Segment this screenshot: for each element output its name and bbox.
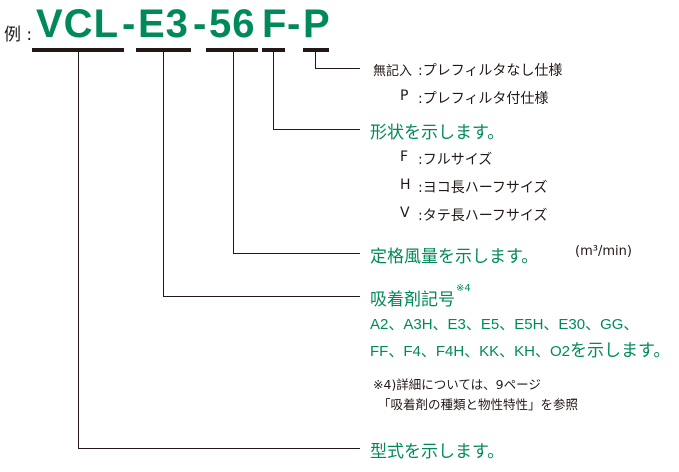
underline-e3 <box>136 48 191 52</box>
shape-f-text: :フルサイズ <box>418 152 493 168</box>
connector <box>233 253 360 254</box>
adsorbent-codes: FF、F4、F4H、KK、KH、O2 <box>370 343 571 360</box>
connector <box>273 52 274 129</box>
connector <box>273 129 360 130</box>
shape-f-key: F <box>400 149 409 165</box>
connector <box>315 52 316 68</box>
adsorbent-note-line2: 「吸着剤の種類と物性特性」を参照 <box>378 397 579 412</box>
adsorbent-codes-line2: FF、F4、F4H、KK、KH、O2を示します。 <box>370 336 670 361</box>
connector <box>163 296 360 297</box>
shape-v-text: :タテ長ハーフサイズ <box>418 208 548 224</box>
code-f: F <box>262 2 288 46</box>
adsorbent-suffix: を示します。 <box>570 341 671 361</box>
model-title: 型式を示します。 <box>370 442 505 462</box>
connector <box>315 68 360 69</box>
adsorbent-title: 吸着剤記号 <box>370 290 455 310</box>
underline-p <box>303 48 329 52</box>
adsorbent-note-mark: ※4 <box>456 283 471 294</box>
underline-f <box>262 48 285 52</box>
code-vcl: VCL <box>36 2 119 46</box>
code-56: 56 <box>209 2 256 46</box>
connector <box>233 52 234 253</box>
code-dash: - <box>287 2 302 46</box>
code-p: P <box>303 2 331 46</box>
shape-title: 形状を示します。 <box>370 123 505 143</box>
airflow-title: 定格風量を示します。 <box>370 247 539 267</box>
prefilter-p-text: :プレフィルタ付仕様 <box>418 91 549 107</box>
adsorbent-codes-line1: A2、A3H、E3、E5、E5H、E30、GG、 <box>370 316 639 333</box>
connector <box>163 52 164 296</box>
shape-v-key: V <box>400 205 410 221</box>
code-e3: E3 <box>138 2 189 46</box>
prefilter-none-key: 無記入 <box>373 64 413 79</box>
airflow-unit: (m³/min) <box>575 244 632 259</box>
example-label: 例 : <box>4 25 33 45</box>
prefilter-p-key: P <box>400 88 409 104</box>
code-dash: - <box>193 2 208 46</box>
prefilter-none-text: :プレフィルタなし仕様 <box>418 63 563 79</box>
underline-56 <box>206 48 258 52</box>
adsorbent-note-line1: ※4)詳細については、9ページ <box>373 377 541 392</box>
underline-vcl <box>32 48 124 52</box>
shape-h-key: H <box>400 177 411 193</box>
connector <box>78 448 360 449</box>
shape-h-text: :ヨコ長ハーフサイズ <box>418 180 548 196</box>
code-dash: - <box>122 2 137 46</box>
connector <box>78 52 79 448</box>
